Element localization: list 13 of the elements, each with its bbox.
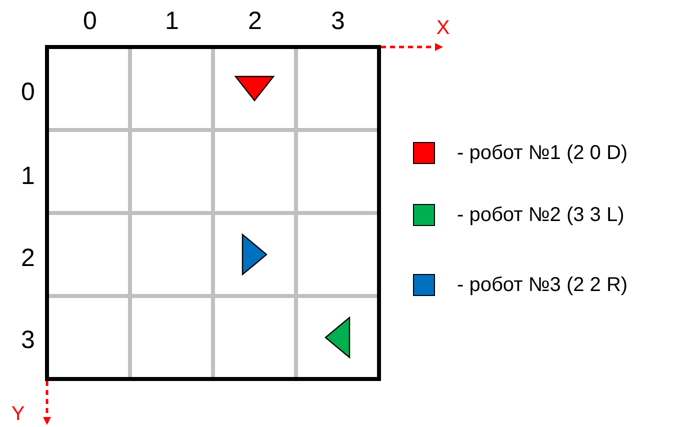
row-number: 0 bbox=[21, 78, 35, 106]
axis-label: X bbox=[436, 16, 450, 41]
column-number: 0 bbox=[83, 7, 97, 35]
legend-text: - робот №3 (2 2 R) bbox=[457, 273, 628, 297]
legend-text: - робот №1 (2 0 D) bbox=[457, 141, 628, 165]
legend-text: - робот №2 (3 3 L) bbox=[457, 203, 624, 227]
column-number: 1 bbox=[165, 7, 179, 35]
column-number: 3 bbox=[331, 7, 345, 35]
row-number: 2 bbox=[21, 244, 35, 272]
row-number: 1 bbox=[21, 162, 35, 190]
column-number: 2 bbox=[248, 7, 262, 35]
axis-label: Y bbox=[11, 402, 25, 427]
row-number: 3 bbox=[21, 326, 35, 354]
